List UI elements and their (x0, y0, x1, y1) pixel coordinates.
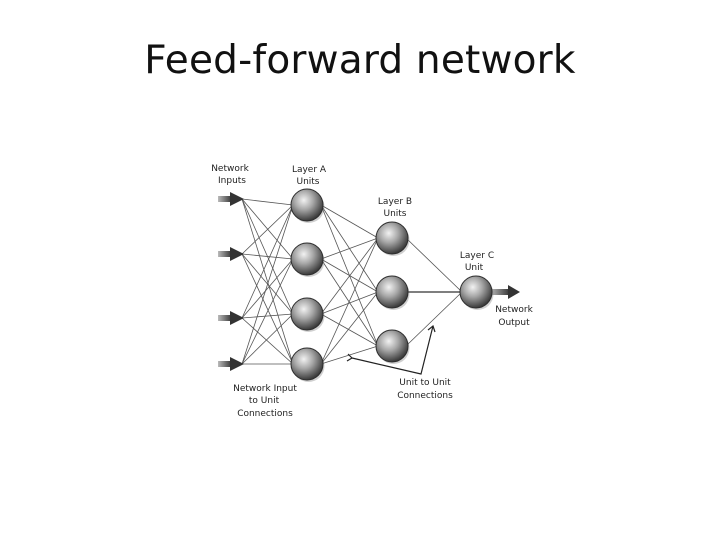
input-connections-label-line-1: Network Input (233, 384, 297, 394)
input-arrow-2 (218, 311, 244, 325)
layer-a-unit-3-body (290, 297, 324, 331)
label-network-inputs: Network Inputs (211, 164, 249, 186)
input-arrow-1 (218, 247, 244, 261)
connection-lines (241, 198, 463, 365)
layer-a-unit-3 (290, 297, 325, 332)
layer-a-unit-2 (290, 242, 325, 277)
input-arrow-shaft-0 (218, 196, 232, 202)
slide-title: Feed-forward network (144, 38, 576, 83)
network-output-label-line-2: Output (498, 318, 530, 328)
label-input-connections: Network Input to Unit Connections (233, 384, 297, 419)
layer-b-unit-3-body (375, 329, 409, 363)
edge-input-2-to-a-2 (241, 313, 294, 319)
input-arrow-3 (218, 357, 244, 371)
label-network-output: Network Output (495, 305, 533, 328)
unit-connections-label-line-2: Connections (397, 391, 453, 401)
layer-c-unit-1 (459, 275, 494, 310)
unit-connections-label-line-1: Unit to Unit (399, 378, 451, 388)
edge-b-0-to-c (405, 237, 463, 293)
input-arrow-shaft-2 (218, 315, 232, 321)
edge-b-2-to-c (405, 291, 463, 347)
layer-b-label-line-1: Layer B (378, 197, 412, 207)
layer-b-unit-2 (375, 275, 410, 310)
edge-a-0-to-b-0 (320, 204, 379, 239)
label-layer-c: Layer C Unit (460, 251, 494, 273)
layer-c-label-line-2: Unit (465, 263, 484, 273)
edge-input-2-to-a-3 (241, 317, 294, 365)
network-units (290, 188, 494, 382)
input-arrow-shaft-1 (218, 251, 232, 257)
input-arrow-shaft-3 (218, 361, 232, 367)
label-layer-a: Layer A Units (292, 165, 327, 187)
layer-a-unit-1 (290, 188, 325, 223)
layer-b-unit-1-body (375, 221, 409, 255)
layer-c-label-line-1: Layer C (460, 251, 494, 261)
edge-input-1-to-a-1 (241, 253, 294, 260)
edge-input-3-to-a-1 (241, 258, 294, 365)
layer-a-unit-4-body (290, 347, 324, 381)
edge-input-2-to-a-1 (241, 258, 294, 319)
output-arrow (490, 285, 520, 299)
edge-input-0-to-a-3 (241, 198, 294, 365)
input-arrow-head-2 (230, 311, 244, 325)
network-output-label-line-1: Network (495, 305, 533, 315)
label-layer-b: Layer B Units (378, 197, 412, 219)
input-arrow-head-0 (230, 192, 244, 206)
edge-input-1-to-a-3 (241, 253, 294, 365)
input-arrows (218, 192, 520, 371)
layer-c-unit-1-body (459, 275, 493, 309)
layer-a-unit-1-body (290, 188, 324, 222)
edge-a-2-to-b-1 (320, 291, 379, 315)
edge-input-0-to-a-0 (241, 198, 294, 206)
layer-b-unit-1 (375, 221, 410, 256)
layer-a-unit-4 (290, 347, 325, 382)
edge-a-1-to-b-0 (320, 237, 379, 260)
unit-connections-callout (346, 324, 436, 375)
edge-a-3-to-b-0 (320, 237, 379, 365)
edge-input-3-to-a-2 (241, 313, 294, 365)
label-unit-connections: Unit to Unit Connections (397, 378, 453, 401)
layer-a-unit-2-body (290, 242, 324, 276)
edge-a-2-to-b-0 (320, 237, 379, 315)
output-arrow-shaft (490, 289, 510, 295)
network-inputs-label-line-1: Network (211, 164, 249, 174)
edge-input-2-to-a-0 (241, 204, 294, 319)
network-inputs-label-line-2: Inputs (218, 176, 246, 186)
layer-a-label-line-1: Layer A (292, 165, 327, 175)
layer-b-label-line-2: Units (383, 209, 406, 219)
layer-b-unit-2-body (375, 275, 409, 309)
input-arrow-0 (218, 192, 244, 206)
output-arrow-head (508, 285, 520, 299)
input-arrow-head-3 (230, 357, 244, 371)
edge-a-3-to-b-1 (320, 291, 379, 365)
input-connections-label-line-2: to Unit (249, 396, 280, 406)
edge-input-1-to-a-0 (241, 204, 294, 255)
edge-input-3-to-a-0 (241, 204, 294, 365)
layer-b-unit-3 (375, 329, 410, 364)
edge-a-2-to-b-2 (320, 313, 379, 347)
input-arrow-head-1 (230, 247, 244, 261)
edge-a-1-to-b-2 (320, 258, 379, 347)
layer-a-label-line-2: Units (296, 177, 319, 187)
input-connections-label-line-3: Connections (237, 409, 293, 419)
